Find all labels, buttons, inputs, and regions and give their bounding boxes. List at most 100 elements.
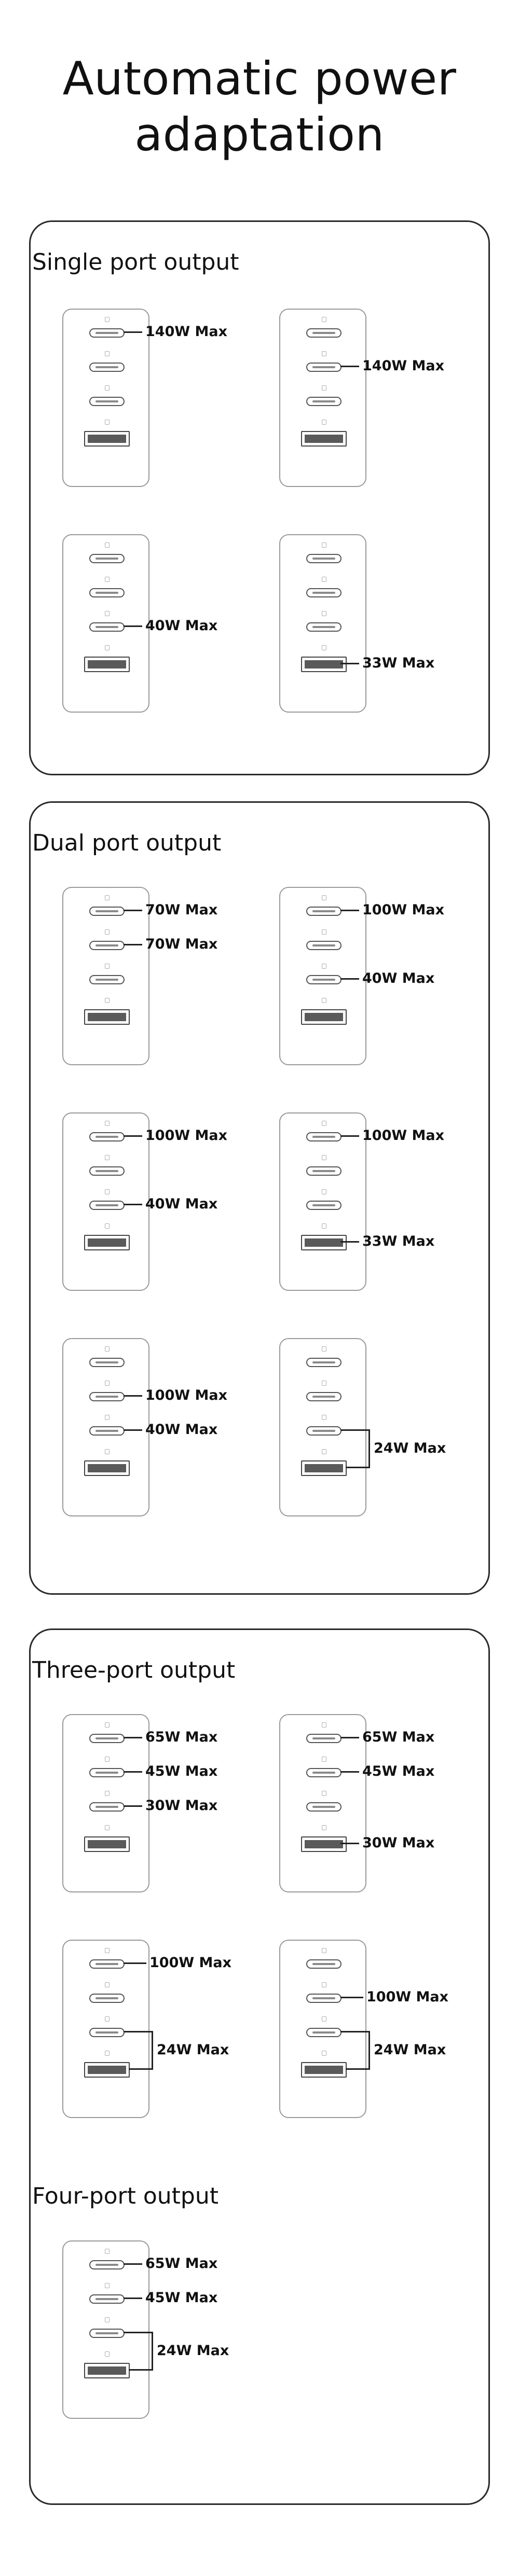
connector-line [340, 1241, 359, 1243]
usb-c-port-icon [89, 588, 125, 597]
port-symbol-glyph-icon [321, 964, 326, 969]
charger-body [62, 309, 149, 487]
connector-line [124, 1771, 142, 1773]
usb-c-port-icon [306, 1166, 342, 1176]
port-symbol-icon [102, 2317, 112, 2323]
power-label: 65W Max [145, 2255, 218, 2272]
usb-c-port-icon [89, 2294, 125, 2304]
usb-c-port-icon [89, 1166, 125, 1176]
usb-c-port-icon [89, 1994, 125, 2003]
usb-c-port-icon [89, 1768, 125, 1777]
power-label: 45W Max [362, 1763, 435, 1779]
port-symbol-glyph-icon [104, 1982, 110, 1987]
power-label: 100W Max [366, 1989, 449, 2005]
port-symbol-glyph-icon [321, 1757, 326, 1762]
usb-a-port-icon [301, 657, 347, 672]
port-symbol-icon [102, 645, 112, 651]
port-symbol-glyph-icon [104, 1155, 110, 1160]
port-symbol-icon [319, 577, 329, 583]
port-symbol-glyph-icon [321, 1982, 326, 1987]
port-symbol-icon [102, 611, 112, 617]
port-symbol-icon [319, 317, 329, 323]
charger-body [279, 887, 366, 1065]
connector-line [124, 944, 142, 945]
port-symbol-glyph-icon [104, 611, 110, 616]
power-label: 24W Max [157, 2042, 229, 2058]
port-symbol-glyph-icon [104, 1415, 110, 1420]
port-symbol-glyph-icon [104, 351, 110, 356]
port-symbol-glyph-icon [104, 385, 110, 391]
port-symbol-glyph-icon [321, 1155, 326, 1160]
usb-a-port-icon [84, 431, 130, 447]
port-symbol-icon [319, 611, 329, 617]
dual-port-title: Dual port output [32, 830, 222, 856]
usb-c-port-icon [89, 1201, 125, 1210]
usb-c-port-icon [89, 975, 125, 984]
multi-port-section [29, 1628, 490, 2505]
charger-body [279, 1338, 366, 1516]
port-symbol-glyph-icon [321, 1791, 326, 1796]
usb-c-port-icon [89, 2329, 125, 2338]
port-symbol-icon [319, 645, 329, 651]
port-symbol-icon [102, 1825, 112, 1831]
port-symbol-icon [319, 1189, 329, 1195]
port-symbol-icon [319, 1155, 329, 1161]
connector-line [124, 2297, 142, 2299]
usb-c-port-icon [306, 328, 342, 338]
power-label: 40W Max [145, 618, 218, 634]
connector-line [124, 1805, 142, 1807]
port-symbol-glyph-icon [104, 1449, 110, 1454]
port-symbol-icon [319, 1223, 329, 1230]
port-symbol-icon [102, 1948, 112, 1954]
port-symbol-glyph-icon [321, 1346, 326, 1352]
power-label: 65W Max [145, 1729, 218, 1745]
port-symbol-glyph-icon [321, 1121, 326, 1126]
port-symbol-icon [102, 2051, 112, 2057]
port-symbol-icon [102, 1415, 112, 1421]
port-symbol-glyph-icon [321, 2051, 326, 2056]
connector-line [340, 978, 359, 980]
usb-a-port-icon [84, 657, 130, 672]
usb-a-port-icon [301, 1460, 347, 1476]
port-symbol-icon [319, 1757, 329, 1763]
port-symbol-glyph-icon [321, 1415, 326, 1420]
port-symbol-glyph-icon [321, 929, 326, 935]
port-symbol-icon [102, 2283, 112, 2289]
bracket-vertical-line [368, 2031, 370, 2070]
power-label: 40W Max [145, 1196, 218, 1212]
port-symbol-glyph-icon [321, 645, 326, 650]
port-symbol-glyph-icon [104, 1757, 110, 1762]
usb-c-port-icon [89, 328, 125, 338]
power-label: 100W Max [362, 1127, 445, 1144]
usb-c-port-icon [89, 1802, 125, 1812]
usb-c-port-icon [306, 1132, 342, 1141]
port-symbol-icon [102, 351, 112, 357]
power-label: 24W Max [374, 1440, 446, 1456]
port-symbol-glyph-icon [321, 385, 326, 391]
single-port-section [29, 220, 490, 775]
power-label: 30W Max [145, 1798, 218, 1814]
usb-a-port-icon [84, 2062, 130, 2078]
connector-line [124, 1135, 142, 1137]
page-title-line2: adaptation [134, 108, 385, 161]
port-symbol-icon [102, 542, 112, 549]
port-symbol-glyph-icon [104, 895, 110, 900]
port-symbol-icon [102, 420, 112, 426]
connector-line [124, 1737, 142, 1738]
port-symbol-icon [102, 895, 112, 901]
power-label: 140W Max [362, 358, 445, 374]
port-symbol-glyph-icon [104, 645, 110, 650]
port-symbol-glyph-icon [104, 2317, 110, 2322]
port-symbol-icon [102, 1155, 112, 1161]
connector-line [340, 1771, 359, 1773]
port-symbol-glyph-icon [104, 2016, 110, 2022]
usb-c-port-icon [306, 363, 342, 372]
charger-body [62, 1714, 149, 1892]
usb-a-port-icon [301, 2062, 347, 2078]
bracket-vertical-line [152, 2031, 153, 2070]
power-label: 30W Max [362, 1835, 435, 1851]
charger-body [62, 887, 149, 1065]
port-symbol-icon [319, 998, 329, 1004]
usb-c-port-icon [89, 397, 125, 406]
charger-body [279, 1112, 366, 1291]
